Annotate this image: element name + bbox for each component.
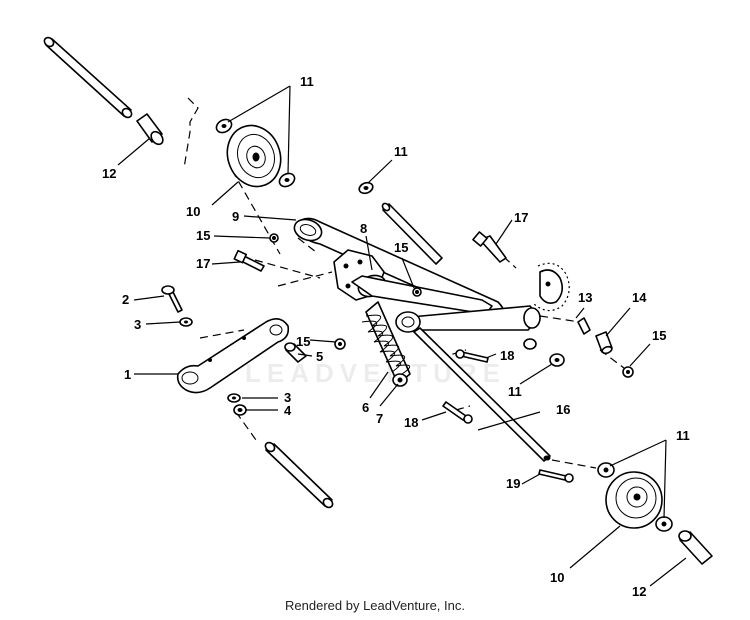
callout-15-lower-left: 15 [296, 334, 310, 349]
spacer-14 [595, 331, 613, 355]
callout-11-upper-wheel: 11 [300, 74, 314, 89]
callout-18-upper: 18 [500, 348, 514, 363]
callout-16: 16 [556, 402, 570, 417]
callout-5: 5 [316, 349, 323, 364]
washer-3-upper [179, 317, 193, 327]
upper-idler-wheel [226, 124, 282, 188]
nut-4 [233, 404, 247, 416]
callout-10-upper: 10 [186, 204, 200, 219]
lower-washer-b [655, 516, 673, 532]
long-axle [413, 327, 551, 462]
upper-bushing [136, 113, 164, 146]
callout-12-upper: 12 [102, 166, 116, 181]
callout-2: 2 [122, 292, 129, 307]
callout-12-lower: 12 [632, 584, 646, 599]
nut-right [622, 366, 634, 378]
lower-bushing [678, 530, 713, 565]
callout-15-upper-left: 15 [196, 228, 210, 243]
lower-idler-wheel [605, 471, 663, 529]
lower-left-shaft [264, 441, 334, 509]
callout-15-center: 15 [394, 240, 408, 255]
bolt-19 [538, 469, 574, 483]
callout-labels: 11 12 10 11 9 15 17 8 15 17 2 3 15 5 1 3… [102, 74, 690, 599]
callout-18-lower: 18 [404, 415, 418, 430]
callout-1: 1 [124, 367, 131, 382]
upper-wheel-shaft [43, 36, 133, 119]
bolt-2 [161, 285, 183, 313]
footer-credit: Rendered by LeadVenture, Inc. [285, 598, 465, 613]
callout-11-center: 11 [394, 144, 408, 159]
nut-center [412, 287, 422, 297]
upper-washer-b [278, 172, 296, 188]
left-bolt [233, 249, 265, 272]
callout-13: 13 [578, 290, 592, 305]
callout-7: 7 [376, 411, 383, 426]
bolt-18-upper [455, 349, 489, 363]
callout-17-left: 17 [196, 256, 210, 271]
nut-upper-left [269, 233, 279, 243]
upper-washer-a [215, 118, 233, 134]
callout-3-upper: 3 [134, 317, 141, 332]
nut-lower-left [334, 338, 346, 350]
callout-14: 14 [632, 290, 647, 305]
callout-11-lower-wheel: 11 [676, 428, 690, 443]
center-washer [358, 181, 374, 195]
callout-11-lower-center: 11 [508, 384, 522, 399]
leader-lines [117, 85, 687, 587]
callout-17-upper: 17 [514, 210, 528, 225]
upper-bolt [472, 231, 507, 263]
callout-4: 4 [284, 403, 292, 418]
lower-control-arm [351, 275, 541, 333]
shock-spring [361, 301, 411, 387]
washer-3-lower [227, 393, 241, 403]
callout-8: 8 [360, 221, 367, 236]
bushing-5 [284, 342, 307, 363]
bolt-18-lower [442, 401, 473, 424]
callout-15-right: 15 [652, 328, 666, 343]
callout-19: 19 [506, 476, 520, 491]
lower-washer-a [597, 462, 615, 478]
washer-11-center [523, 338, 565, 367]
pivot-plate [533, 262, 570, 312]
callout-3-lower: 3 [284, 390, 291, 405]
swing-arm [176, 318, 290, 394]
center-pin [381, 202, 443, 265]
pin-13 [577, 317, 591, 335]
callout-9: 9 [232, 209, 239, 224]
callout-10-lower: 10 [550, 570, 564, 585]
callout-6: 6 [362, 400, 369, 415]
